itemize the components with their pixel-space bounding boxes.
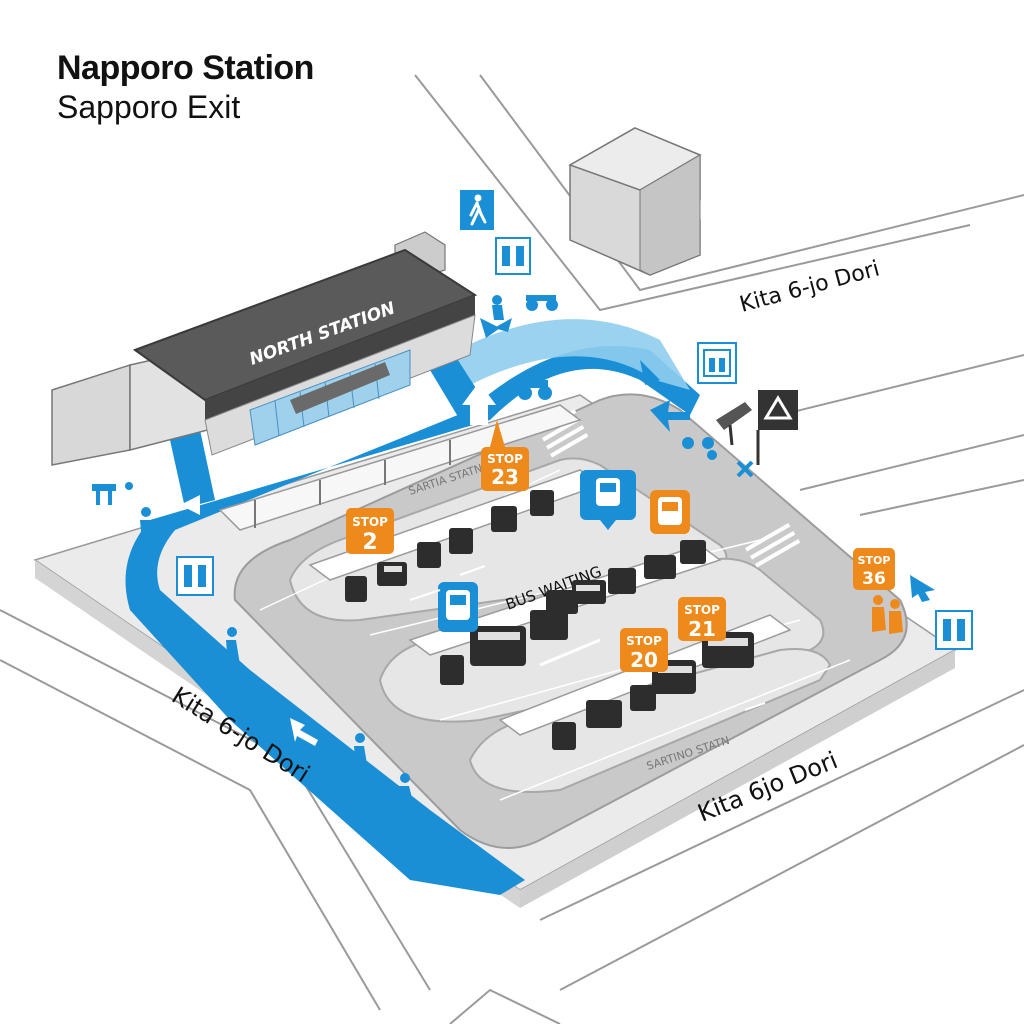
page-title: Napporo Station: [57, 49, 314, 87]
background-building: [568, 127, 702, 276]
elevator-icon: [697, 342, 737, 384]
stop-36-number: 36: [862, 569, 886, 589]
pedestrian-icon: [460, 190, 494, 230]
north-station-building: NORTH STATION: [51, 231, 478, 466]
stop-21-label: STOP: [684, 603, 720, 617]
stop-23-label: STOP: [487, 452, 523, 466]
stop-23-number: 23: [491, 465, 519, 489]
bus-windows: [384, 566, 748, 673]
stop-sign-21[interactable]: STOP 21: [678, 597, 726, 641]
stop-20-label: STOP: [626, 634, 662, 648]
pedestrians: [92, 295, 903, 812]
stop-2-label: STOP: [352, 515, 388, 529]
restroom-icon: [176, 556, 214, 596]
taxi-sign-icon: [716, 390, 798, 465]
page-subtitle: Sapporo Exit: [57, 89, 241, 125]
stop-20-number: 20: [630, 648, 658, 672]
stop-sign-23[interactable]: STOP 23: [481, 420, 529, 491]
map-title-block: Napporo Station Sapporo Exit: [57, 48, 314, 126]
bus-pin-icon: [580, 470, 636, 530]
direction-arrows: [180, 318, 935, 746]
accessible-icon: [518, 295, 717, 460]
restroom-icon: [495, 237, 531, 275]
stop-2-number: 2: [362, 530, 377, 555]
stop-sign-2[interactable]: STOP 2: [346, 508, 394, 555]
stop-36-label: STOP: [858, 554, 891, 567]
stop-sign-36[interactable]: STOP 36: [853, 548, 895, 590]
stop-sign-20[interactable]: STOP 20: [620, 628, 668, 672]
restroom-icon: [935, 610, 973, 650]
road-label-north-east: Kita 6-jo Dori: [737, 256, 882, 317]
bus-pin-icon: [650, 490, 690, 534]
stop-21-number: 21: [688, 617, 716, 641]
bus-pin-icon: [438, 582, 478, 632]
